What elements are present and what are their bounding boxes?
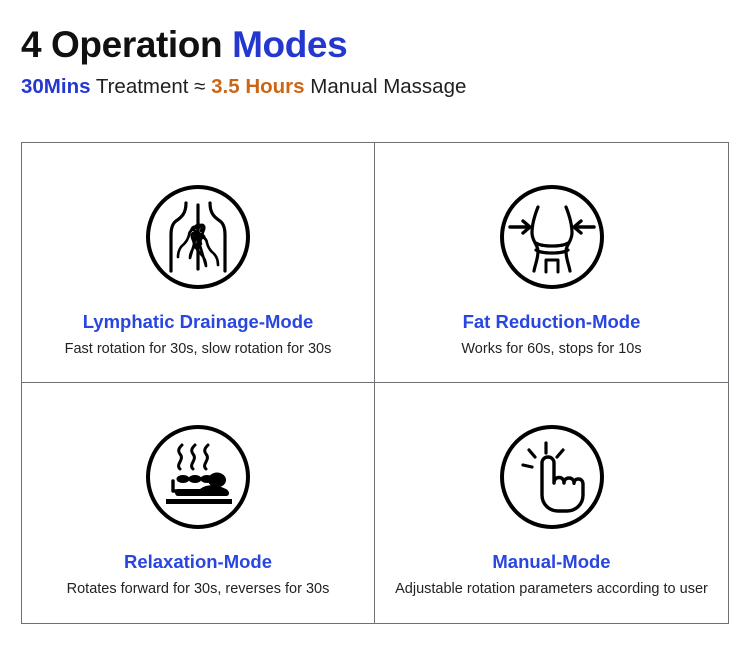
subtitle-middle: Treatment ≈ (95, 74, 206, 98)
tap-hand-icon (496, 421, 608, 533)
mode-card-description: Rotates forward for 30s, reverses for 30… (66, 581, 330, 598)
mode-card-title: Fat Reduction-Mode (462, 311, 641, 332)
mode-card-lymphatic-drainage[interactable]: Lymphatic Drainage-Mode Fast rotation fo… (22, 143, 375, 383)
page-title-part1: 4 Operation (21, 24, 223, 65)
mode-card-relaxation[interactable]: Relaxation-Mode Rotates forward for 30s,… (22, 383, 375, 623)
subtitle-duration: 30Mins (21, 74, 91, 98)
mode-card-title: Manual-Mode (492, 551, 611, 572)
subtitle-tail: Manual Massage (310, 74, 467, 98)
page-title-part2: Modes (232, 24, 348, 65)
mode-card-manual[interactable]: Manual-Mode Adjustable rotation paramete… (375, 383, 728, 623)
page-title: 4 Operation Modes (21, 24, 750, 65)
mode-card-fat-reduction[interactable]: Fat Reduction-Mode Works for 60s, stops … (375, 143, 728, 383)
back-massage-hands-icon (142, 181, 254, 293)
subtitle-equivalent: 3.5 Hours (211, 74, 305, 98)
slim-waist-arrows-icon (496, 181, 608, 293)
subtitle: 30Mins Treatment ≈ 3.5 Hours Manual Mass… (21, 75, 750, 100)
mode-card-title: Lymphatic Drainage-Mode (82, 311, 314, 332)
header: 4 Operation Modes 30Mins Treatment ≈ 3.5… (0, 0, 750, 99)
mode-card-description: Adjustable rotation parameters according… (395, 581, 708, 598)
modes-grid: Lymphatic Drainage-Mode Fast rotation fo… (21, 142, 729, 624)
hot-stone-massage-icon (142, 421, 254, 533)
mode-card-description: Fast rotation for 30s, slow rotation for… (64, 341, 332, 358)
mode-card-title: Relaxation-Mode (123, 551, 273, 572)
mode-card-description: Works for 60s, stops for 10s (461, 341, 642, 358)
